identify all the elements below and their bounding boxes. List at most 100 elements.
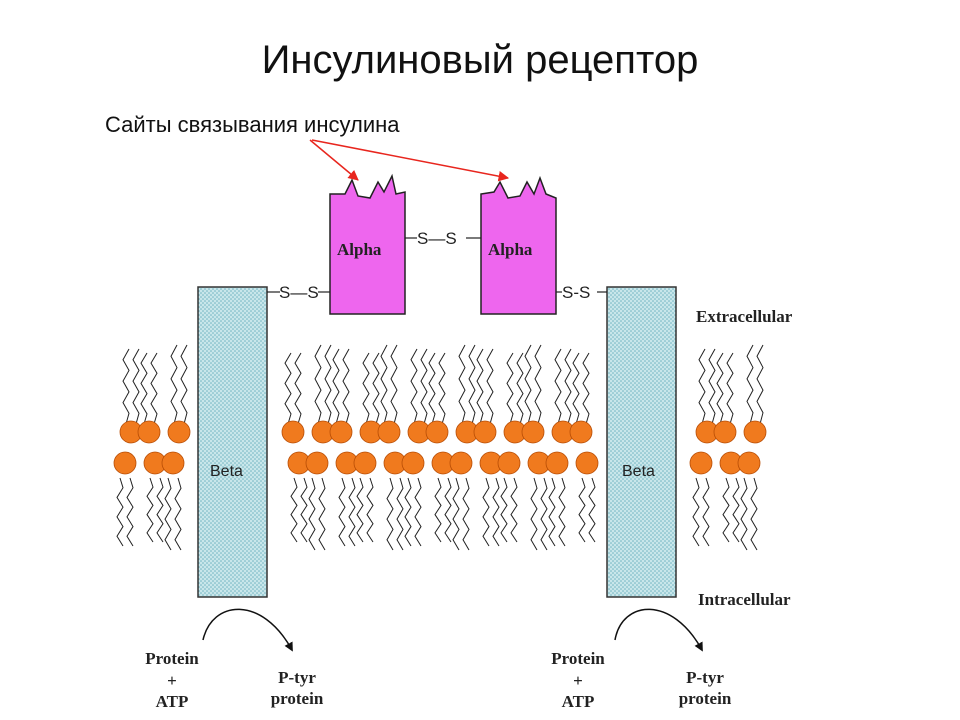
- alpha-subunit-right: [480, 175, 557, 315]
- lipid-tail: [390, 344, 398, 425]
- beta-subunit-left: [197, 286, 268, 598]
- product-label-right: P-tyr protein: [679, 668, 732, 708]
- svg-text:ATP: ATP: [562, 692, 595, 711]
- lipid-head: [305, 451, 329, 475]
- svg-text:protein: protein: [271, 689, 324, 708]
- lipid-tail: [122, 348, 130, 425]
- lipid-tail: [468, 344, 476, 425]
- lipid-tail: [722, 477, 730, 543]
- lipid-tail: [414, 477, 422, 547]
- beta-subunit-right: [606, 286, 677, 598]
- lipid-tail: [506, 352, 514, 425]
- lipid-tail: [318, 477, 326, 551]
- lipid-tail: [698, 348, 706, 425]
- lipid-tail: [554, 348, 562, 425]
- lipid-tail: [132, 348, 140, 425]
- lipid-head: [353, 451, 377, 475]
- lipid-tail: [726, 352, 734, 425]
- substrate-label-right: Protein + ATP: [551, 649, 605, 711]
- page-title: Инсулиновый рецептор: [261, 38, 699, 82]
- lipid-tail: [372, 352, 380, 425]
- lipid-tail: [348, 477, 356, 547]
- lipid-head: [497, 451, 521, 475]
- lipid-head: [521, 420, 545, 444]
- alpha-label-left: Alpha: [337, 240, 382, 259]
- lipid-tail: [342, 348, 350, 425]
- lipid-head: [425, 420, 449, 444]
- lipid-head: [329, 420, 353, 444]
- lipid-tail: [428, 352, 436, 425]
- lipid-tail: [156, 477, 164, 543]
- lipid-head: [737, 451, 761, 475]
- lipid-tail: [332, 348, 340, 425]
- phosphorylation-arrow-left: [202, 608, 293, 652]
- lipid-tail: [164, 477, 172, 551]
- lipid-tail: [702, 477, 710, 547]
- lipid-tails: [116, 344, 764, 551]
- lipid-head: [137, 420, 161, 444]
- lipid-head: [713, 420, 737, 444]
- lipid-tail: [170, 344, 178, 425]
- lipid-tail: [524, 344, 532, 425]
- beta-label-left: Beta: [210, 463, 243, 480]
- lipid-tail: [750, 477, 758, 551]
- lipid-head: [401, 451, 425, 475]
- lipid-tail: [756, 344, 764, 425]
- lipid-tail: [558, 477, 566, 547]
- lipid-tail: [482, 477, 490, 547]
- lipid-tail: [588, 477, 596, 543]
- lipid-tail: [116, 477, 124, 547]
- lipid-tail: [434, 477, 442, 543]
- disulfide-bond-center: S—S: [417, 229, 457, 248]
- lipid-tail: [126, 477, 134, 547]
- lipid-tail: [420, 348, 428, 425]
- lipid-tail: [444, 477, 452, 543]
- lipid-tail: [404, 477, 412, 547]
- lipid-tail: [578, 477, 586, 543]
- lipid-tail: [140, 352, 148, 425]
- lipid-head: [449, 451, 473, 475]
- lipid-head: [161, 451, 185, 475]
- lipid-tail: [582, 352, 590, 425]
- lipid-tail: [438, 352, 446, 425]
- lipid-head: [473, 420, 497, 444]
- alpha-subunit-left: [329, 173, 406, 315]
- lipid-tail: [300, 477, 308, 543]
- lipid-tail: [716, 352, 724, 425]
- svg-text:Protein: Protein: [551, 649, 605, 668]
- lipid-tail: [740, 477, 748, 551]
- lipid-tail: [534, 344, 542, 425]
- alpha-label-right: Alpha: [488, 240, 533, 259]
- lipid-tail: [366, 477, 374, 543]
- lipid-tail: [284, 352, 292, 425]
- product-label-left: P-tyr protein: [271, 668, 324, 708]
- lipid-head: [167, 420, 191, 444]
- lipid-tail: [462, 477, 470, 551]
- lipid-tail: [516, 352, 524, 425]
- extracellular-label: Extracellular: [696, 307, 793, 326]
- lipid-tail: [324, 344, 332, 425]
- lipid-head: [281, 420, 305, 444]
- lipid-head: [545, 451, 569, 475]
- lipid-head: [689, 451, 713, 475]
- disulfide-bond-left: S—S: [279, 283, 319, 302]
- lipid-tail: [732, 477, 740, 543]
- svg-text:+: +: [167, 671, 177, 690]
- lipid-tail: [746, 344, 754, 425]
- lipid-tail: [692, 477, 700, 547]
- lipid-tail: [380, 344, 388, 425]
- lipid-head: [743, 420, 767, 444]
- lipid-tail: [386, 477, 394, 551]
- binding-site-arrow-left: [309, 139, 359, 181]
- lipid-tail: [356, 477, 364, 543]
- lipid-tail: [294, 352, 302, 425]
- lipid-head: [569, 420, 593, 444]
- lipid-tail: [548, 477, 556, 547]
- lipid-tail: [458, 344, 466, 425]
- lipid-tail: [146, 477, 154, 543]
- lipid-head: [377, 420, 401, 444]
- lipid-tail: [510, 477, 518, 543]
- lipid-head: [113, 451, 137, 475]
- lipid-tail: [492, 477, 500, 547]
- svg-text:+: +: [573, 671, 583, 690]
